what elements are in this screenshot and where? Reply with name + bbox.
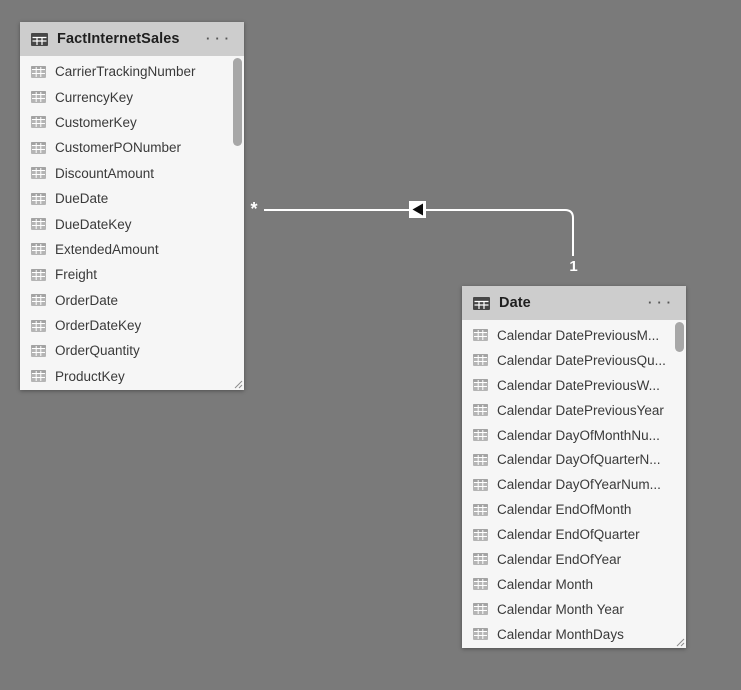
field-row[interactable]: Calendar MonthDays	[462, 622, 686, 647]
one-cardinality-label: 1	[569, 258, 578, 275]
field-row[interactable]: CarrierTrackingNumber	[20, 59, 244, 84]
resize-grip-icon[interactable]	[233, 379, 243, 389]
table-field-icon	[31, 294, 46, 307]
table-field-icon	[473, 553, 488, 566]
table-field-icon	[473, 628, 488, 641]
table-field-icon	[473, 503, 488, 516]
field-row[interactable]: Calendar DatePreviousQu...	[462, 348, 686, 373]
field-row[interactable]: ProductKey	[20, 364, 244, 389]
field-label: Calendar DayOfYearNum...	[497, 477, 661, 493]
field-label: OrderQuantity	[55, 343, 140, 359]
field-row[interactable]: Calendar DayOfMonthNu...	[462, 423, 686, 448]
field-row[interactable]: ExtendedAmount	[20, 237, 244, 262]
table-field-icon	[31, 319, 46, 332]
table-field-icon	[473, 404, 488, 417]
field-label: CustomerKey	[55, 114, 137, 130]
resize-grip-icon[interactable]	[675, 637, 685, 647]
field-row[interactable]: Calendar EndOfMonth	[462, 497, 686, 522]
field-label: Calendar DatePreviousM...	[497, 327, 660, 343]
table-icon	[473, 296, 490, 310]
field-label: Calendar DatePreviousQu...	[497, 352, 666, 368]
field-row[interactable]: Freight	[20, 262, 244, 287]
field-label: DiscountAmount	[55, 165, 155, 181]
cross-filter-direction-icon[interactable]	[409, 201, 426, 218]
table-field-icon	[473, 329, 488, 342]
table-field-icon	[31, 268, 46, 281]
field-label: DueDateKey	[55, 216, 132, 232]
table-field-icon	[31, 370, 46, 383]
field-row[interactable]: Calendar DatePreviousYear	[462, 398, 686, 423]
field-list: CarrierTrackingNumber CurrencyKey	[20, 56, 244, 390]
field-row[interactable]: Calendar EndOfYear	[462, 547, 686, 572]
table-field-icon	[473, 478, 488, 491]
table-field-icon	[31, 344, 46, 357]
field-row[interactable]: Calendar DayOfQuarterN...	[462, 447, 686, 472]
table-field-icon	[473, 429, 488, 441]
field-row[interactable]: Calendar DayOfYearNum...	[462, 472, 686, 497]
table-field-icon	[473, 354, 488, 367]
table-title: FactInternetSales	[57, 31, 180, 47]
vertical-scrollbar-thumb[interactable]	[675, 322, 684, 352]
field-label: CarrierTrackingNumber	[55, 64, 196, 80]
more-options-icon[interactable]: ···	[648, 295, 676, 310]
table-field-icon	[473, 528, 488, 541]
table-field-icon	[473, 603, 488, 616]
field-row[interactable]: OrderQuantity	[20, 338, 244, 363]
table-icon	[31, 32, 48, 46]
field-label: DueDate	[55, 191, 109, 207]
field-label: OrderDate	[55, 292, 119, 308]
table-card-date[interactable]: Date ··· Calendar DatePreviousM...	[462, 286, 686, 648]
field-label: Calendar DatePreviousYear	[497, 402, 664, 418]
field-row[interactable]: Calendar EndOfQuarter	[462, 522, 686, 547]
field-row[interactable]: Calendar Month Year	[462, 597, 686, 622]
many-cardinality-label: *	[250, 199, 258, 219]
field-label: OrderDateKey	[55, 318, 142, 334]
field-row[interactable]: DiscountAmount	[20, 161, 244, 186]
table-field-icon	[473, 453, 488, 466]
field-label: Calendar EndOfMonth	[497, 502, 632, 518]
field-label: Calendar Month Year	[497, 601, 624, 617]
field-row[interactable]: CustomerKey	[20, 110, 244, 135]
field-label: Calendar DayOfQuarterN...	[497, 452, 661, 468]
field-row[interactable]: DueDateKey	[20, 211, 244, 236]
field-label: Calendar EndOfYear	[497, 551, 622, 567]
field-label: Freight	[55, 267, 98, 283]
table-header[interactable]: FactInternetSales ···	[20, 22, 244, 56]
field-label: ExtendedAmount	[55, 241, 159, 257]
field-label: ProductKey	[55, 368, 125, 384]
field-label: Calendar MonthDays	[497, 626, 624, 642]
table-field-icon	[31, 167, 46, 180]
table-field-icon	[31, 192, 46, 205]
relationship-line[interactable]	[264, 209, 574, 256]
field-row[interactable]: CurrencyKey	[20, 84, 244, 109]
table-field-icon	[473, 379, 488, 392]
more-options-icon[interactable]: ···	[206, 31, 234, 46]
table-field-icon	[31, 141, 46, 154]
table-field-icon	[31, 65, 46, 78]
field-label: CustomerPONumber	[55, 140, 182, 156]
table-field-icon	[31, 218, 46, 231]
table-field-icon	[31, 116, 46, 129]
field-row[interactable]: Calendar DatePreviousW...	[462, 373, 686, 398]
table-title: Date	[499, 295, 531, 311]
table-field-icon	[31, 243, 46, 256]
field-row[interactable]: OrderDate	[20, 288, 244, 313]
field-label: Calendar DayOfMonthNu...	[497, 427, 660, 443]
field-label: CurrencyKey	[55, 89, 134, 105]
field-row[interactable]: Calendar Month	[462, 572, 686, 597]
field-row[interactable]: CustomerPONumber	[20, 135, 244, 160]
field-row[interactable]: DueDate	[20, 186, 244, 211]
field-label: Calendar DatePreviousW...	[497, 377, 660, 393]
vertical-scrollbar-thumb[interactable]	[233, 58, 242, 146]
field-label: Calendar Month	[497, 576, 594, 592]
table-card-factinternetsales[interactable]: FactInternetSales ··· CarrierTrackingNum…	[20, 22, 244, 390]
field-row[interactable]: OrderDateKey	[20, 313, 244, 338]
table-header[interactable]: Date ···	[462, 286, 686, 320]
table-field-icon	[31, 91, 46, 104]
field-list: Calendar DatePreviousM... Calendar DateP…	[462, 320, 686, 648]
field-label: Calendar EndOfQuarter	[497, 527, 640, 543]
field-row[interactable]: Calendar DatePreviousM...	[462, 323, 686, 348]
table-field-icon	[473, 578, 488, 591]
